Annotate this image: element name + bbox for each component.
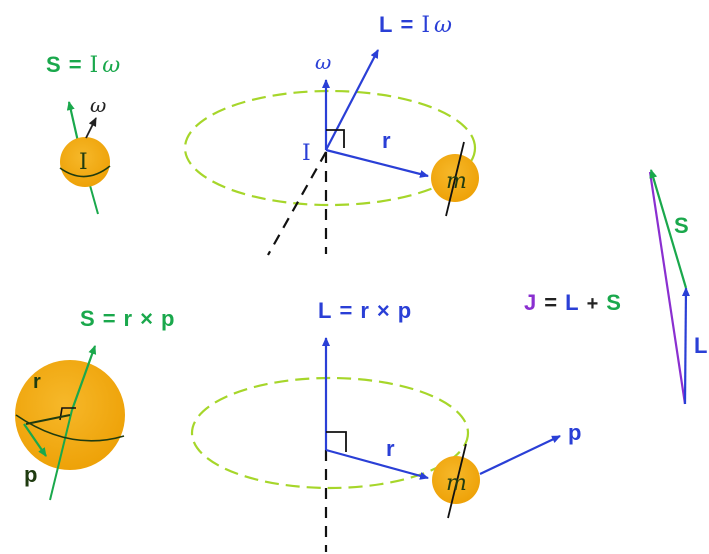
orbital-inertia-equation: L = I ω — [379, 12, 452, 38]
orbital-vector-l — [681, 287, 690, 405]
tilted-axis-dashed — [267, 151, 327, 256]
radius-vector — [25, 414, 71, 425]
inertia-label: I — [79, 150, 88, 175]
mass-label: m — [446, 471, 467, 496]
radius-vector — [325, 448, 429, 480]
spin-inertia-equation: S = I ω — [46, 52, 120, 78]
orbital-cross-product-panel: L = r × p r m p — [190, 298, 581, 552]
total-angular-momentum-panel: J = L + S S L — [524, 169, 707, 405]
inertia-label: I — [302, 141, 311, 166]
radius-label: r — [386, 436, 395, 461]
omega-label: ω — [315, 50, 331, 74]
spin-label: S — [674, 213, 689, 238]
radius-vector — [325, 148, 429, 178]
radius-label: r — [382, 128, 391, 153]
momentum-vector — [23, 423, 47, 457]
momentum-vector — [479, 435, 561, 475]
spin-cross-product-panel: S = r × p r p — [15, 306, 174, 501]
orbital-label: L — [694, 333, 707, 358]
orbital-inertia-panel: ω L = I ω I r m — [183, 12, 479, 256]
spin-vector-arrow — [70, 345, 97, 411]
orbit-path — [190, 376, 470, 490]
spin-vector-s — [649, 169, 688, 289]
momentum-label: p — [24, 462, 37, 487]
orbital-cross-product-equation: L = r × p — [318, 298, 411, 323]
spin-rotation-curve — [59, 165, 111, 178]
omega-vector-arrow — [85, 117, 97, 139]
right-angle-marker — [326, 129, 345, 148]
mass-spin-axis — [447, 443, 467, 519]
spin-axis-line — [49, 409, 73, 501]
total-angular-momentum-equation: J = L + S — [524, 290, 621, 315]
omega-label: ω — [90, 93, 106, 117]
right-angle-marker — [326, 431, 347, 452]
spin-inertia-panel: S = I ω ω I — [46, 52, 120, 215]
radius-label: r — [33, 371, 41, 393]
total-momentum-vector-j — [648, 171, 687, 405]
orbiting-mass — [432, 456, 480, 504]
orbit-path — [183, 89, 477, 207]
angular-momentum-vector — [325, 49, 379, 151]
spin-rotation-curve — [15, 414, 125, 442]
spin-cross-product-equation: S = r × p — [80, 306, 174, 331]
mass-label: m — [446, 169, 467, 194]
mass-spin-axis — [445, 141, 465, 217]
momentum-label: p — [568, 420, 581, 445]
